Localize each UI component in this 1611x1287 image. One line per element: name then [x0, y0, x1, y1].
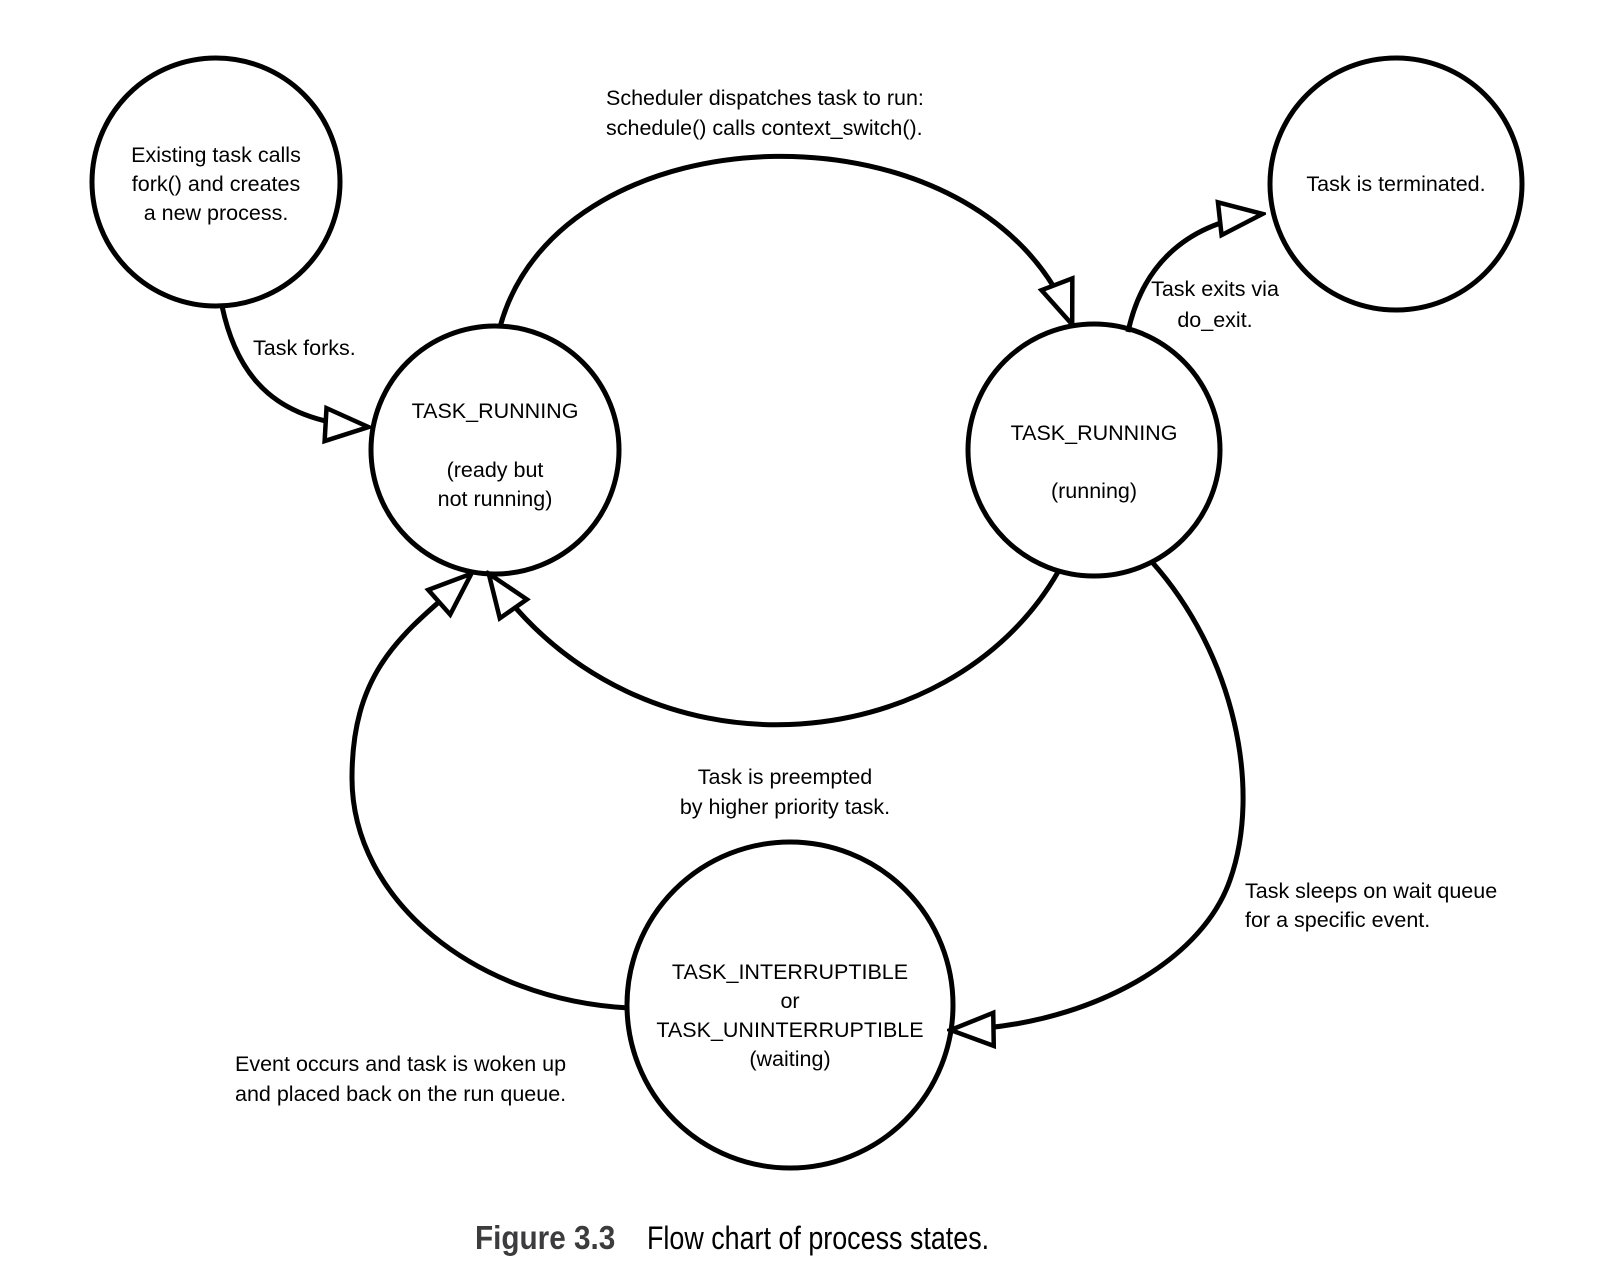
waiting-state-circle: [624, 839, 956, 1171]
edge-label-event-occurs: Event occurs and task is woken up and pl…: [235, 1052, 567, 1106]
arrow-running-to-terminated: [1125, 214, 1262, 333]
fork-state-label: Existing task calls fork() and creates a…: [131, 143, 301, 225]
waiting-state-title: TASK_INTERRUPTIBLE or TASK_UNINTERRUPTIB…: [656, 960, 924, 1042]
ready-state-title: TASK_RUNNING: [411, 399, 579, 423]
figure-caption: Figure 3.3 Flow chart of process states.: [475, 1219, 1054, 1257]
waiting-state-subtitle: (waiting): [749, 1047, 831, 1071]
edge-label-scheduler-dispatches: Scheduler dispatches task to run: schedu…: [606, 86, 924, 140]
figure-caption-text: Flow chart of process states.: [646, 1220, 989, 1256]
edge-label-task-preempted: Task is preempted by higher priority tas…: [679, 765, 891, 819]
running-state-subtitle: (running): [1050, 479, 1138, 503]
arrow-waiting-to-ready: [349, 574, 630, 1011]
arrow-running-to-waiting: [951, 560, 1246, 1030]
running-state-circle: [965, 321, 1223, 579]
arrow-fork-to-ready: [219, 305, 368, 427]
arrow-running-to-ready: [489, 572, 1061, 728]
edge-label-task-forks: Task forks.: [253, 336, 356, 360]
terminated-state-label: Task is terminated.: [1306, 172, 1486, 196]
edge-label-task-exits: Task exits via do_exit.: [1151, 277, 1279, 332]
ready-state-circle: [368, 323, 622, 577]
fork-state-circle: [89, 55, 343, 309]
figure-caption-number: Figure 3.3: [475, 1219, 616, 1256]
ready-state-subtitle: (ready but not running): [437, 458, 553, 511]
running-state-title: TASK_RUNNING: [1010, 421, 1178, 445]
edge-label-task-sleeps: Task sleeps on wait queue for a specific…: [1245, 879, 1498, 932]
arrow-ready-to-running: [497, 153, 1072, 327]
terminated-state-circle: [1267, 55, 1525, 313]
